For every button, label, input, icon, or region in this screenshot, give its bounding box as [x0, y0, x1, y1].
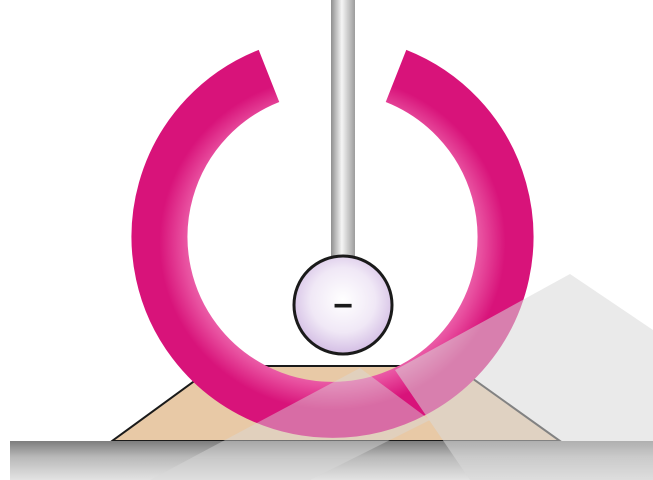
- insulating-rod: [331, 0, 355, 266]
- charge-label: −: [333, 287, 353, 325]
- charged-sphere: −: [294, 256, 392, 354]
